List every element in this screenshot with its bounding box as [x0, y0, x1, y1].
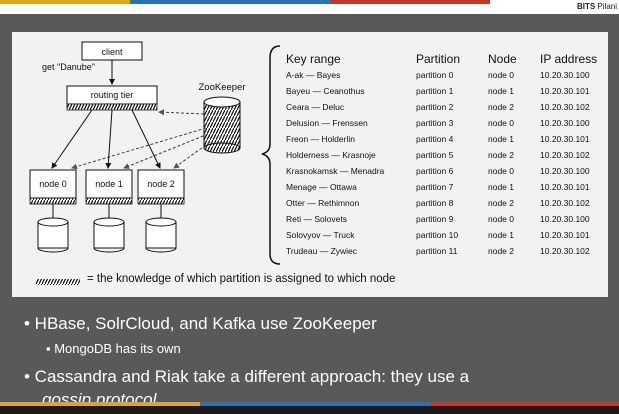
bullet-cassandra-riak: • Cassandra and Riak take a different ap…	[24, 367, 470, 386]
header-node: Node	[488, 52, 517, 66]
zk-to-node0-arrow	[71, 127, 207, 170]
bottom-bar	[0, 402, 619, 414]
node-0: node 0	[29, 169, 77, 253]
gold-stripe	[0, 0, 130, 4]
bottom-gold-stripe	[0, 402, 200, 406]
routing-to-node2-arrow	[131, 109, 161, 169]
bottom-red-stripe	[430, 402, 619, 406]
routing-label: routing tier	[91, 90, 134, 100]
blue-stripe	[130, 0, 330, 4]
slide-area: client get "Danube" routing tier ZooKeep…	[0, 14, 619, 414]
zookeeper-cylinder	[203, 96, 241, 154]
bullet-mongodb: ▪ MongoDB has its own	[46, 341, 181, 356]
node-1-label: node 1	[95, 179, 123, 189]
red-stripe	[330, 0, 490, 4]
request-label: get "Danube"	[42, 62, 95, 72]
zk-to-node2-arrow	[173, 141, 211, 169]
brand-logo-text: BITS Pilani	[576, 2, 617, 11]
routing-hatch	[66, 103, 158, 111]
client-label: client	[101, 47, 123, 57]
header-ip: IP address	[540, 52, 598, 66]
zk-to-node1-arrow	[123, 133, 209, 169]
node-2-label: node 2	[147, 179, 175, 189]
legend-text: = the knowledge of which partition is as…	[87, 273, 396, 285]
zookeeper-label: ZooKeeper	[198, 82, 245, 93]
legend-hatch-swatch	[36, 279, 80, 285]
diagram-panel: client get "Danube" routing tier ZooKeep…	[12, 32, 608, 297]
node-0-label: node 0	[39, 179, 67, 189]
header-key-range: Key range	[286, 52, 341, 66]
node-2: node 2	[137, 169, 185, 253]
routing-to-node0-arrow	[51, 109, 93, 169]
bottom-blue-stripe	[200, 402, 430, 406]
header-partition: Partition	[416, 52, 461, 66]
top-header-bar: BITS Pilani	[0, 0, 619, 14]
bullet-zookeeper-users: • HBase, SolrCloud, and Kafka use ZooKee…	[24, 314, 377, 333]
table-brace	[261, 45, 281, 265]
routing-diagram: client get "Danube" routing tier ZooKeep…	[29, 41, 281, 285]
zk-to-routing-arrow	[158, 109, 205, 116]
node-1: node 1	[85, 169, 133, 253]
routing-to-node1-arrow	[105, 109, 113, 169]
